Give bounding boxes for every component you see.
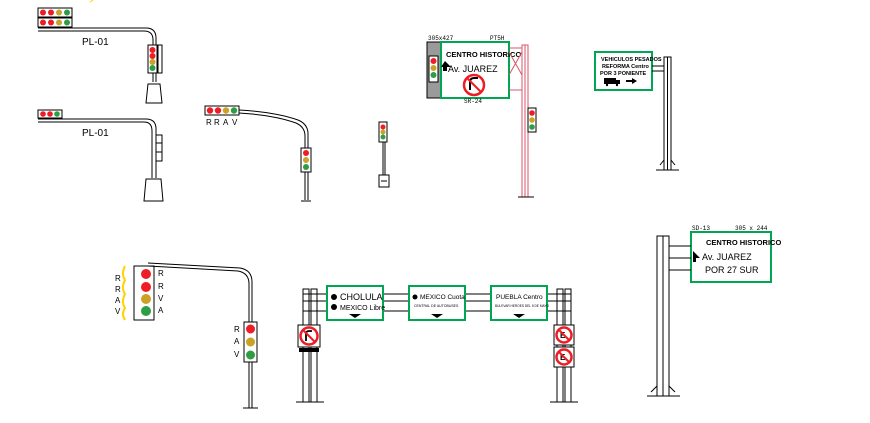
pole-small-signal <box>378 121 390 188</box>
rrav-letter: R <box>214 118 220 127</box>
sign-line: POR 3 PONIENTE <box>600 71 646 77</box>
rrav-letter: V <box>115 307 121 316</box>
sign-line: CENTRO HISTORICO <box>446 50 521 59</box>
pole-label: PL-01 <box>82 37 109 48</box>
sign-centro-historico-top: 305x427 PT5H CENTRO HISTORICO Av. JUAREZ… <box>426 35 537 198</box>
sign-line: REFORMA Centro <box>602 64 649 70</box>
no-parking-icon: E E <box>553 324 575 368</box>
rav-letter: V <box>234 350 240 359</box>
pole-rrav-arm: R R A V <box>204 105 312 202</box>
sign-line: VEHICULOS PESADOS <box>601 57 662 63</box>
arrow-icon <box>431 314 443 318</box>
pole-label: PL-01 <box>82 128 109 139</box>
sign-code: PT5H <box>490 35 505 42</box>
rrav-letter: R <box>115 285 121 294</box>
pole-rrav-large: R R A V R R V A R A V <box>115 262 258 409</box>
sign-size: 305 x 244 <box>735 225 768 232</box>
sign-code: SD-13 <box>692 225 710 232</box>
sign-centro-historico-right: SD-13 305 x 244 CENTRO HISTORICO Av. JUA… <box>647 225 781 397</box>
arrow-icon <box>349 314 361 318</box>
rrav-letter: A <box>223 118 229 127</box>
rrav-letter: V <box>232 118 238 127</box>
gantry-signs: CHOLULA MEXICO Libre MEXICO Cuota CENTRA… <box>296 285 578 403</box>
svg-text:E: E <box>560 331 566 340</box>
sign-line: POR 27 SUR <box>705 265 759 275</box>
sign-line: CENTRO HISTORICO <box>706 238 781 247</box>
sign-sub-code: SR-24 <box>464 98 482 105</box>
arrow-icon <box>693 251 700 262</box>
gantry-panel-line: CHOLULA <box>340 292 383 302</box>
pole-pl01-bottom: PL-01 <box>37 109 164 202</box>
arrow-icon <box>513 314 525 318</box>
rrav-letter: V <box>158 294 164 303</box>
truck-icon <box>604 78 620 87</box>
sign-size-code: 305x427 <box>428 35 454 42</box>
no-turn-icon <box>297 324 321 352</box>
rrav-letter: A <box>115 296 121 305</box>
gantry-panel-line: CENTRAL DE AUTOBUSES <box>414 304 459 308</box>
rrav-letter: A <box>158 306 164 315</box>
rrav-letter: R <box>115 274 121 283</box>
svg-text:E: E <box>560 353 566 362</box>
sign-line: Av. JUAREZ <box>702 252 752 262</box>
rav-letter: R <box>234 325 240 334</box>
gantry-panel-line: MEXICO Cuota <box>420 294 465 301</box>
rrav-letter: R <box>158 269 164 278</box>
no-turn-icon <box>462 73 486 97</box>
pole-pl01-top: PL-01 <box>37 7 163 104</box>
rrav-letter: R <box>206 118 212 127</box>
arrow-icon <box>626 78 637 84</box>
gantry-panel-line: BULEVAR HEROES DEL 5 DE MAYO <box>495 304 549 308</box>
rrav-letter: R <box>158 282 164 291</box>
rav-letter: A <box>234 337 240 346</box>
arrow-icon <box>441 61 451 71</box>
gantry-panel-line: PUEBLA Centro <box>496 294 543 301</box>
gantry-panel-line: MEXICO Libre <box>340 305 385 312</box>
sign-line: Av. JUAREZ <box>448 64 498 74</box>
sign-vehiculos-pesados: VEHICULOS PESADOS REFORMA Centro POR 3 P… <box>594 51 679 171</box>
